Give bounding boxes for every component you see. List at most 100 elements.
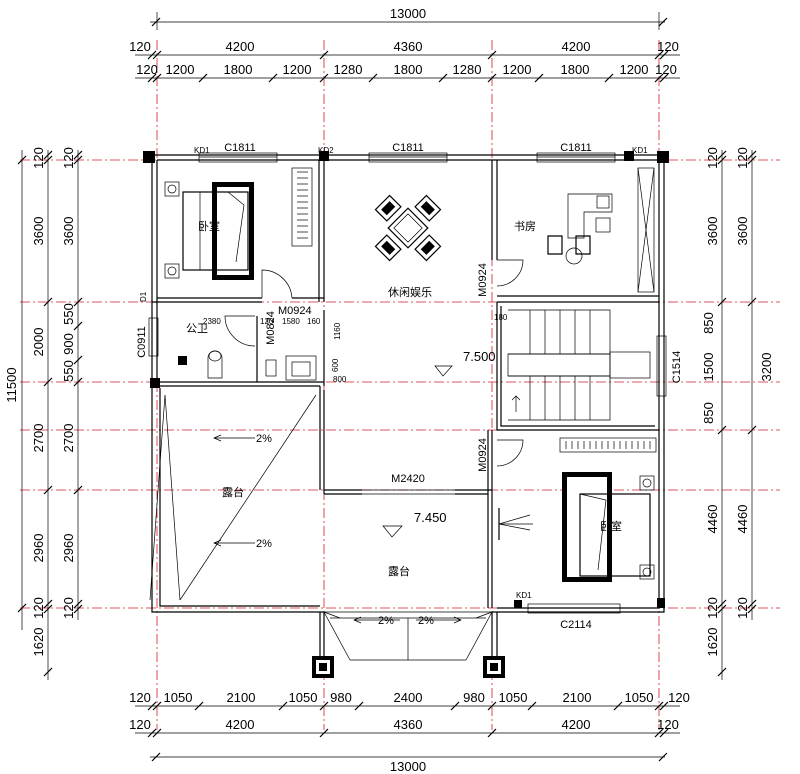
right-inner-dim-5: 4460 [735,505,750,534]
bottom-detail-dim-3: 1050 [289,690,318,705]
bottom-mid-dim-3: 4200 [562,717,591,732]
window-marks [148,152,667,614]
top-detail-dim-7: 1200 [503,62,532,77]
window-label-4: C0911 [136,326,148,358]
window-label-5: C1514 [671,351,683,383]
small-dim-c: 120 [260,317,274,326]
bottom-detail-dim-8: 2100 [563,690,592,705]
level-7450: 7.450 [414,510,447,525]
right-outer-dim-5: 1620 [705,628,720,657]
left-outer-dim-3: 2700 [31,424,46,453]
top-detail-dim-1: 1200 [166,62,195,77]
top-detail-dim-0: 120 [136,62,158,77]
door-label-4: M0924 [477,438,489,472]
right-inner-dim-1: 3600 [735,217,750,246]
left-dimensions: 11500 120 3600 2000 2700 2960 120 1620 [4,147,83,680]
bottom-detail-dim-2: 2100 [227,690,256,705]
window-label-1: C1811 [224,142,256,154]
left-outer-dim-1: 3600 [31,217,46,246]
door-label-5: M2420 [391,473,425,485]
terrace-lines [149,394,493,661]
bottom-mid-dim-4: 120 [657,717,679,732]
right-inner-dim-3: 1500 [701,353,716,382]
right-outer-dim-2: 3200 [759,353,774,382]
left-total-dim: 11500 [4,367,19,402]
bathroom-fixtures [178,350,317,381]
window-label-3: C1811 [560,142,592,154]
top-total-dim: 13000 [390,6,426,21]
top-detail-dim-10: 120 [655,62,677,77]
slope-label-1: 2% [256,433,272,445]
room-terrace-1: 露台 [222,485,244,499]
small-dim-g: 600 [331,358,340,372]
slope-label-4: 2% [418,615,434,627]
window-label-2: C1811 [392,142,424,154]
left-inner-dim-2: 550 [61,303,76,325]
bottom-detail-dim-10: 120 [668,690,690,705]
bottom-mid-dim-0: 120 [129,717,151,732]
left-outer-dim-0: 120 [31,147,46,169]
study-furniture [547,167,655,293]
top-detail-dim-3: 1200 [283,62,312,77]
bottom-detail-dim-4: 980 [330,690,352,705]
left-inner-dim-3: 900 [61,333,76,355]
small-dim-d: 160 [307,317,321,326]
left-inner-dim-7: 120 [61,597,76,619]
top-mid-dim-4: 120 [657,39,679,54]
door-swings [224,259,524,495]
right-inner-dim-0: 120 [735,147,750,169]
room-leisure: 休闲娱乐 [388,285,432,299]
door-label-1: M0924 [278,305,312,317]
left-inner-dim-6: 2960 [61,534,76,563]
bottom-detail-dim-0: 120 [129,690,151,705]
bedroom1-furniture [164,167,313,280]
level-marker-2 [382,525,403,538]
staircase [507,309,651,421]
small-dim-e: 1160 [333,322,342,340]
marker-kd1-b: KD1 [632,146,648,155]
top-mid-dim-1: 4200 [226,39,255,54]
small-dim-h: 180 [494,313,508,322]
bottom-detail-dim-1: 1050 [164,690,193,705]
right-outer-dim-1: 3600 [705,217,720,246]
left-outer-dim-6: 1620 [31,628,46,657]
small-dim-f: 800 [333,375,347,384]
top-detail-dim-8: 1800 [561,62,590,77]
top-mid-dim-2: 4360 [394,39,423,54]
door-label-2: M0924 [477,263,489,297]
bottom-mid-dim-2: 4360 [394,717,423,732]
bottom-detail-dim-7: 1050 [499,690,528,705]
slope-label-3: 2% [378,615,394,627]
room-bathroom: 公卫 [186,323,208,335]
door-label-3: M0824 [265,311,277,345]
bottom-detail-dim-6: 980 [463,690,485,705]
window-label-6: C2114 [560,619,592,631]
top-detail-dim-9: 1200 [620,62,649,77]
bottom-detail-dim-5: 2400 [394,690,423,705]
top-dimensions: 13000 120 4200 4360 4200 120 [129,6,680,83]
small-dim-a: 2380 [203,317,221,326]
top-mid-dim-3: 4200 [562,39,591,54]
right-outer-dim-0: 120 [705,147,720,169]
bottom-total-dim: 13000 [390,759,426,774]
top-detail-dim-4: 1280 [334,62,363,77]
bedroom2-furniture [498,437,657,582]
bottom-detail-dim-9: 1050 [625,690,654,705]
room-terrace-2: 露台 [388,564,410,578]
right-dimensions: 120 3600 3200 4460 120 1620 120 3600 850… [701,147,774,680]
top-detail-dim-6: 1280 [453,62,482,77]
right-outer-dim-3: 4460 [705,505,720,534]
level-marker-1 [434,365,453,377]
left-inner-dim-5: 2700 [61,424,76,453]
left-inner-dim-1: 3600 [61,217,76,246]
right-inner-dim-2: 850 [701,312,716,334]
marker-d1: D1 [139,291,148,302]
right-inner-dim-6: 120 [735,597,750,619]
bottom-dimensions: 120 1050 2100 1050 980 2400 980 1050 210… [129,690,690,774]
left-inner-dim-4: 550 [61,360,76,382]
marker-kd1-c: KD1 [516,591,532,600]
room-bedroom-1: 卧室 [198,219,220,233]
columns [143,151,669,678]
bottom-mid-dim-1: 4200 [226,717,255,732]
